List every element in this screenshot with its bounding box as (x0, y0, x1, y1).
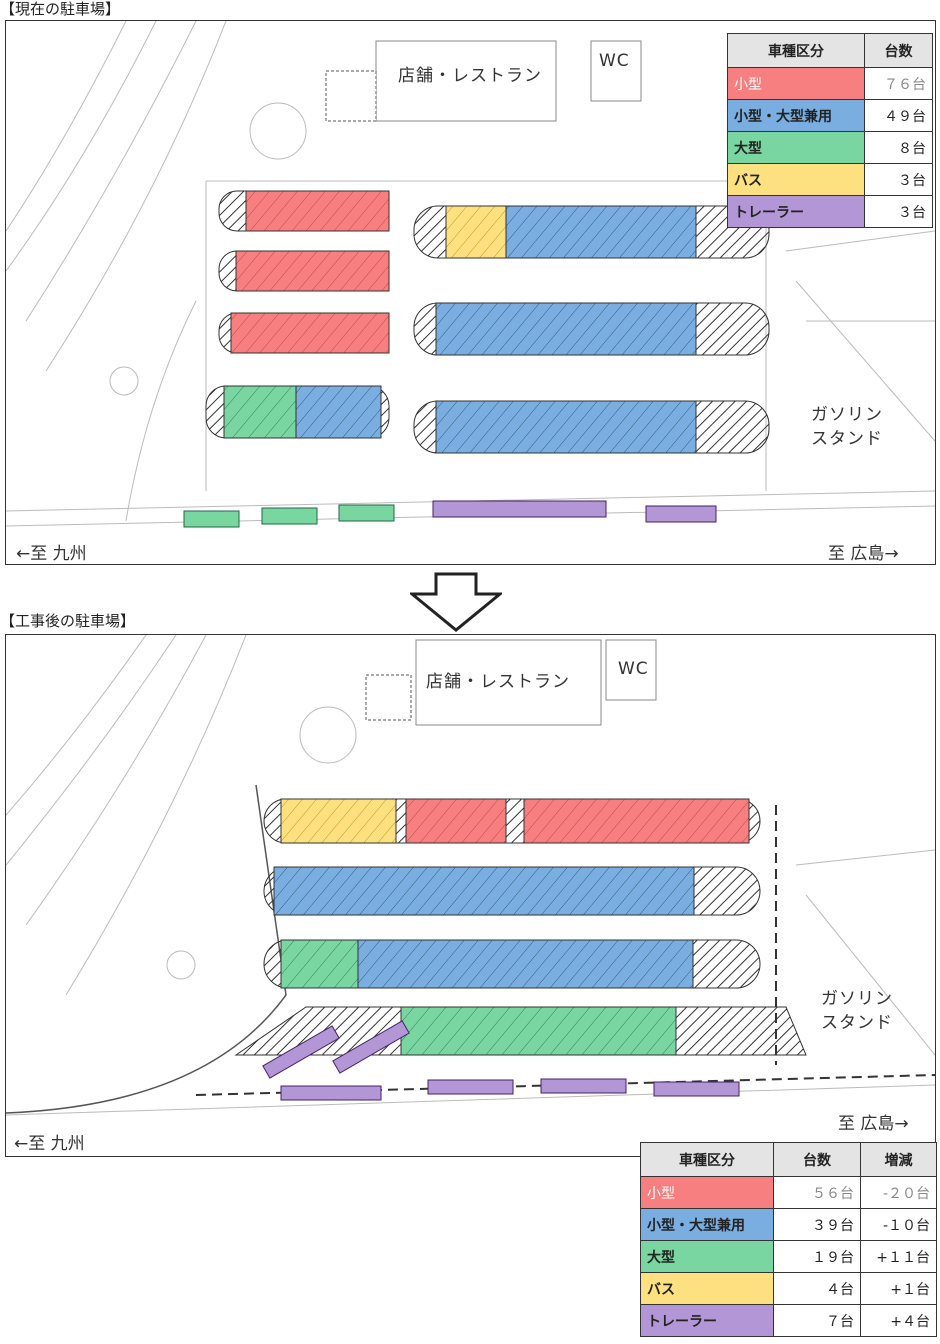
legend-row-bus: バス ４台 +１台 (640, 1272, 937, 1305)
legend-count: １９台 (773, 1240, 861, 1273)
legend-count: ３台 (864, 163, 933, 196)
gas-station-label: ガソリン スタンド (811, 405, 883, 449)
legend-row-small: 小型 ５６台 -２０台 (640, 1176, 937, 1209)
legend-cat: 小型・大型兼用 (727, 99, 865, 132)
legend-header-count: 台数 (864, 33, 933, 68)
legend-delta: +１台 (860, 1272, 937, 1305)
after-parking-map: 店舗・レストラン WC ガソリン スタンド ←至 九州 至 広島→ (5, 634, 936, 1157)
direction-kyushu: ←至 九州 (14, 1134, 85, 1154)
after-map-drawing (6, 635, 935, 1116)
shop-label: 店舗・レストラン (398, 66, 542, 86)
direction-hiroshima: 至 広島→ (838, 1114, 909, 1134)
legend-row-small: 小型 ７６台 (727, 67, 933, 100)
legend-count: ３９台 (773, 1208, 861, 1241)
gas-station-label: ガソリン スタンド (821, 989, 893, 1033)
legend-cat: トレーラー (727, 195, 865, 228)
direction-kyushu: ←至 九州 (16, 544, 87, 564)
legend-cat: トレーラー (640, 1304, 774, 1337)
legend-delta: -１０台 (860, 1208, 937, 1241)
wc-label: WC (618, 659, 649, 679)
legend-cat: 小型 (727, 67, 865, 100)
legend-row-large: 大型 ８台 (727, 131, 933, 164)
legend-count: ５６台 (773, 1176, 861, 1209)
wc-label: WC (599, 51, 630, 71)
down-arrow-icon (410, 572, 502, 632)
legend-cat: 大型 (640, 1240, 774, 1273)
current-parking-map: 店舗・レストラン WC ガソリン スタンド ←至 九州 至 広島→ 車種区分 台… (5, 20, 936, 565)
legend-row-trailer: トレーラー ３台 (727, 195, 933, 228)
legend-count: ８台 (864, 131, 933, 164)
legend-row-small-large: 小型・大型兼用 ３９台 -１０台 (640, 1208, 937, 1241)
legend-header-category: 車種区分 (640, 1142, 774, 1177)
top-title: 【現在の駐車場】 (0, 0, 121, 18)
legend-delta: +４台 (860, 1304, 937, 1337)
legend-row-trailer: トレーラー ７台 +４台 (640, 1304, 937, 1337)
legend-header-count: 台数 (773, 1142, 861, 1177)
legend-row-small-large: 小型・大型兼用 ４９台 (727, 99, 933, 132)
legend-delta: -２０台 (860, 1176, 937, 1209)
legend-count: ４台 (773, 1272, 861, 1305)
current-legend-table: 車種区分 台数 小型 ７６台 小型・大型兼用 ４９台 大型 ８台 バス ３台 ト… (727, 33, 933, 228)
legend-header-category: 車種区分 (727, 33, 865, 68)
legend-count: ３台 (864, 195, 933, 228)
legend-cat: バス (727, 163, 865, 196)
legend-count: ７台 (773, 1304, 861, 1337)
legend-cat: バス (640, 1272, 774, 1305)
legend-row-large: 大型 １９台 +１１台 (640, 1240, 937, 1273)
legend-header-delta: 増減 (860, 1142, 937, 1177)
legend-count: ４９台 (864, 99, 933, 132)
legend-cat: 小型 (640, 1176, 774, 1209)
legend-cat: 大型 (727, 131, 865, 164)
legend-row-bus: バス ３台 (727, 163, 933, 196)
shop-label: 店舗・レストラン (426, 672, 570, 692)
current-map-drawing (6, 21, 935, 528)
bottom-title: 【工事後の駐車場】 (0, 612, 136, 630)
legend-delta: +１１台 (860, 1240, 937, 1273)
direction-hiroshima: 至 広島→ (828, 544, 899, 564)
legend-count: ７６台 (864, 67, 933, 100)
after-legend-table: 車種区分 台数 増減 小型 ５６台 -２０台 小型・大型兼用 ３９台 -１０台 … (640, 1142, 937, 1337)
legend-cat: 小型・大型兼用 (640, 1208, 774, 1241)
